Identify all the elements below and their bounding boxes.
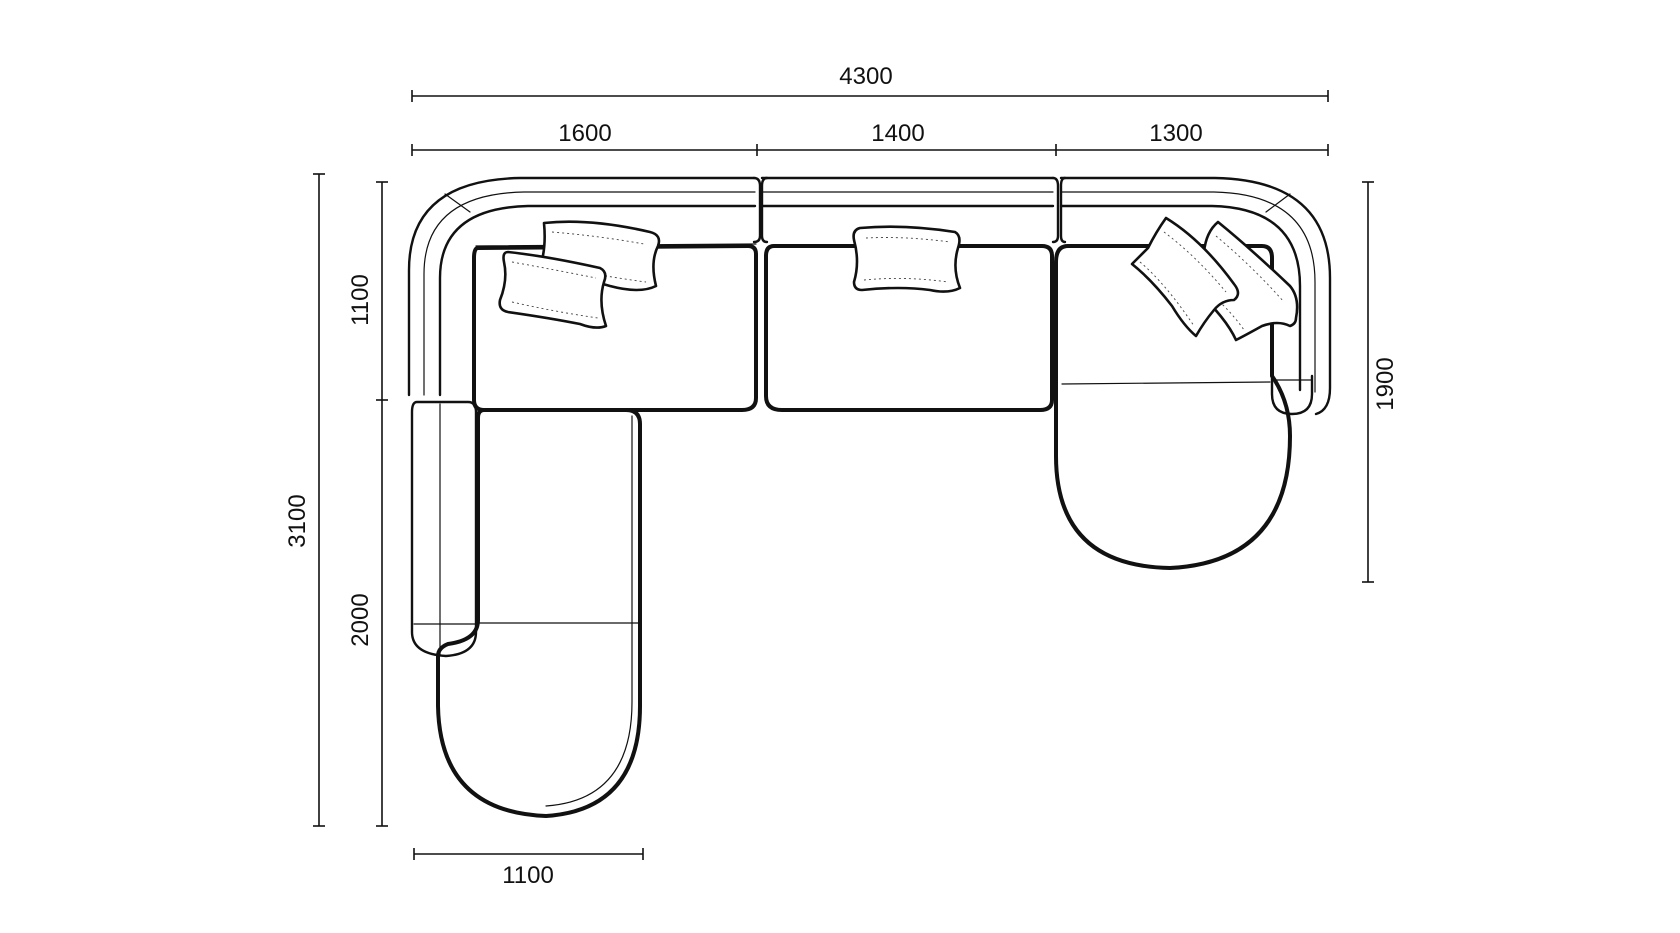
dimension-left-chaise-width: 1100 — [413, 848, 644, 889]
left-chaise-seat-edge — [545, 415, 633, 807]
back-depth-label: 1100 — [347, 274, 374, 326]
left-chaise-width-label: 1100 — [502, 862, 554, 889]
dimension-right-depth: 1900 — [1362, 181, 1399, 583]
total-depth-label: 3100 — [284, 494, 311, 547]
right-chaise-depth-label: 1900 — [1372, 357, 1399, 410]
back-module-divider-right — [1051, 176, 1060, 244]
sofa-outline — [407, 176, 1332, 818]
pillow-middle — [852, 225, 962, 293]
left-chaise-seat — [436, 408, 642, 818]
left-chaise-arm — [410, 400, 478, 658]
dimension-segment-widths: 1600 1400 1300 — [411, 120, 1329, 156]
right-arm-end — [1270, 348, 1314, 416]
right-corner-seam — [1265, 193, 1291, 213]
pillow-left-front — [498, 250, 608, 329]
left-chaise-depth-label: 2000 — [347, 593, 374, 646]
back-rail-inner — [438, 204, 1302, 397]
back-rail-seam — [423, 191, 1316, 396]
back-module-divider-right-b — [1059, 176, 1067, 244]
segment-right-width-label: 1300 — [1149, 120, 1202, 147]
segment-middle-width-label: 1400 — [871, 120, 924, 147]
pillows — [498, 216, 1299, 342]
pillow-right-front — [1130, 216, 1240, 338]
dimension-total-depth: 3100 — [284, 173, 325, 827]
dimension-total-width: 4300 — [411, 63, 1329, 102]
dimension-left-depths: 1100 2000 — [347, 181, 388, 827]
left-seat-cushion — [472, 244, 758, 412]
left-corner-seam — [444, 193, 471, 213]
right-chaise-seam — [1061, 381, 1271, 385]
back-module-divider-left — [752, 176, 762, 244]
back-rail-outer — [407, 176, 1332, 416]
back-module-divider-left-b — [760, 176, 769, 244]
total-width-label: 4300 — [839, 63, 892, 90]
middle-seat-cushion — [764, 244, 1054, 412]
segment-left-width-label: 1600 — [558, 120, 611, 147]
